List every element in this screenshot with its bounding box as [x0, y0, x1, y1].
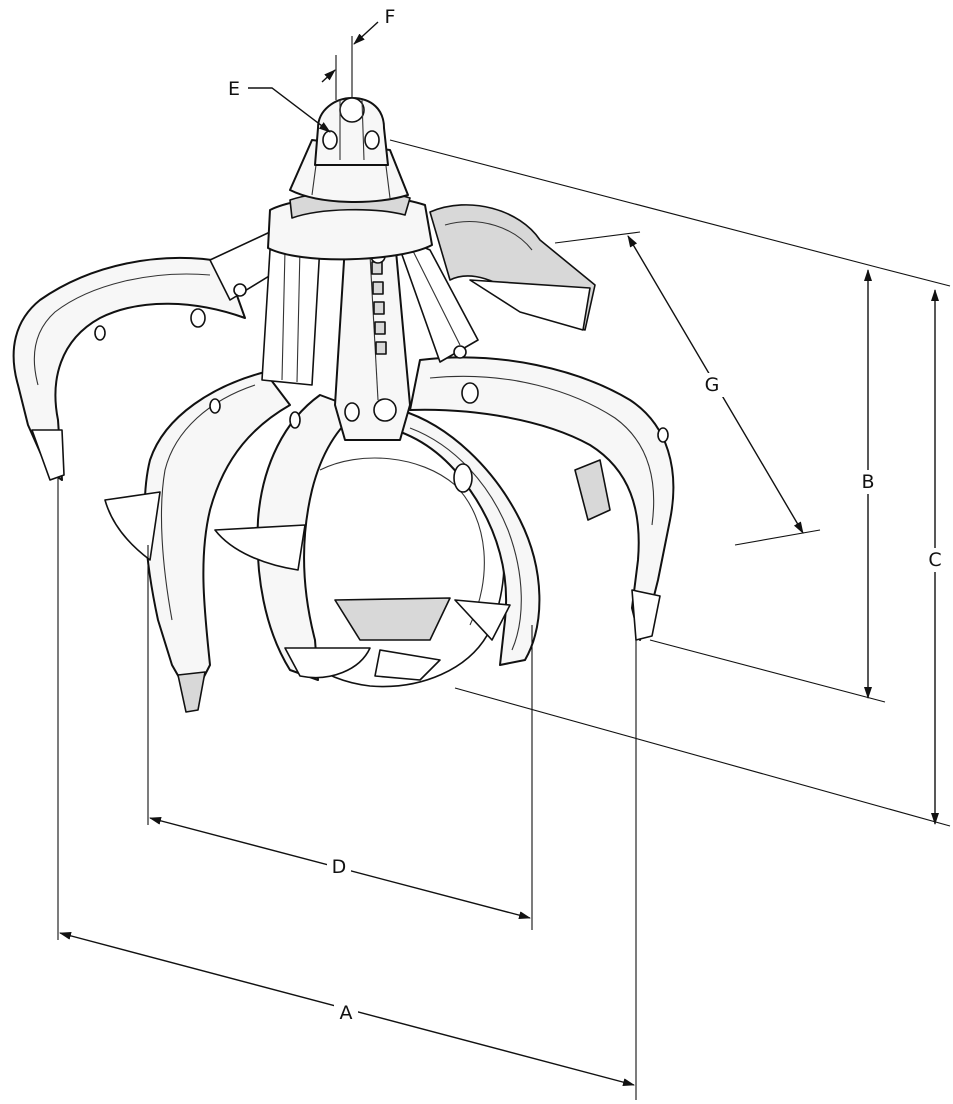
- orange-peel-grapple: [12, 97, 675, 713]
- tine-front-left: [104, 371, 291, 713]
- label-e: E: [228, 78, 240, 100]
- label-c: C: [928, 549, 941, 571]
- extension-line-g-top: [554, 231, 641, 244]
- tine-left: [12, 256, 246, 481]
- dimension-labels: A B C D E F G: [228, 6, 947, 1026]
- label-d: D: [332, 856, 347, 878]
- extension-line-b-bottom: [649, 639, 886, 703]
- leader-line-e: [248, 87, 331, 133]
- label-f: F: [385, 6, 396, 28]
- tine-back-right: [429, 204, 596, 331]
- center-bowl: [266, 417, 505, 688]
- extension-line-c-bottom: [454, 687, 951, 827]
- dimension-arrow-f-left: [321, 69, 336, 83]
- central-column: [334, 239, 411, 441]
- label-a: A: [340, 1002, 353, 1024]
- rotator-head: [267, 139, 433, 261]
- top-clevis-mount: [314, 97, 389, 166]
- hydraulic-cylinders: [209, 231, 479, 386]
- dimension-arrow-f-right: [353, 21, 379, 45]
- extension-line-c-top: [879, 267, 951, 287]
- label-g: G: [705, 374, 720, 396]
- label-b: B: [861, 471, 874, 493]
- extension-line-g-bottom: [734, 529, 821, 546]
- tine-front-right: [374, 409, 541, 681]
- tine-front-center: [214, 394, 371, 681]
